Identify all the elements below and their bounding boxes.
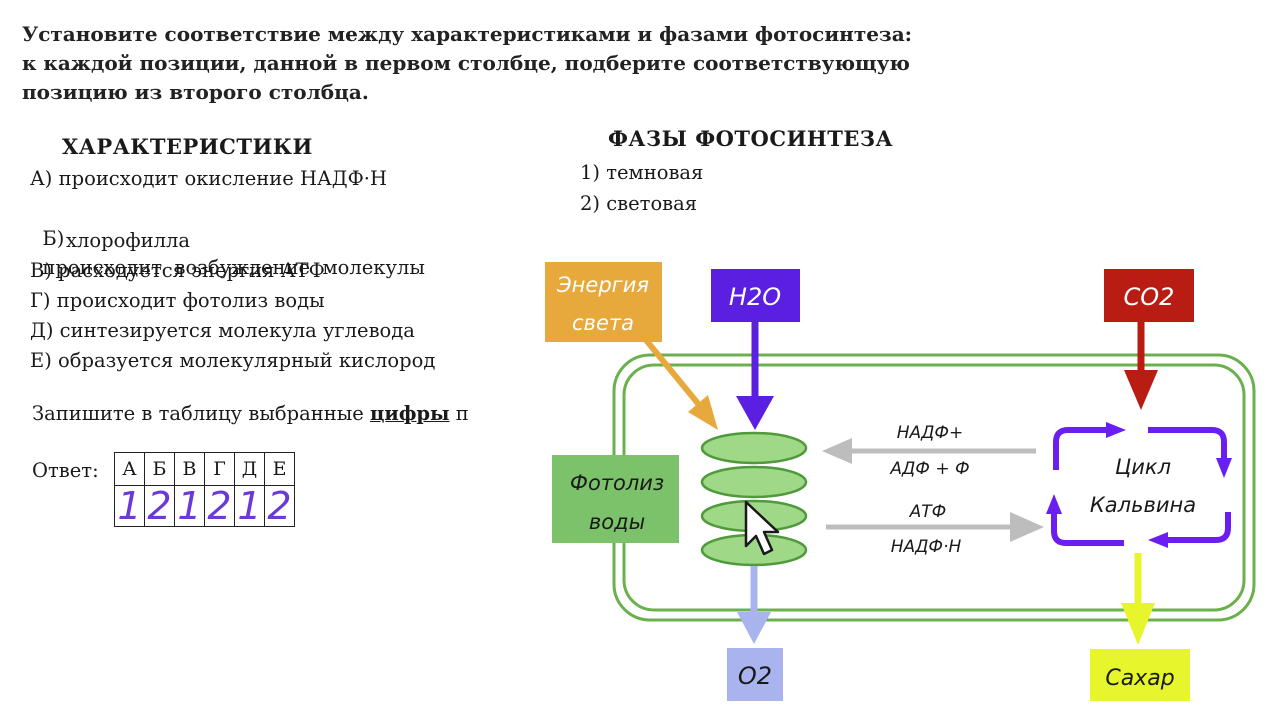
characteristic-v: В) расходуется энергия АТФ [30, 259, 325, 282]
arrow-to-light-phase-head [822, 438, 852, 464]
mouse-cursor-icon [744, 500, 780, 556]
answer-table: А Б В Г Д Е 1 2 1 2 1 2 [114, 452, 295, 527]
calvin-arrowhead [1148, 532, 1168, 548]
phases-title: ФАЗЫ ФОТОСИНТЕЗА [608, 126, 894, 151]
h2o-label: H2O [729, 283, 781, 311]
characteristic-a: А) происходит окисление НАДФ·Н [30, 167, 387, 190]
characteristic-b: Б) происходит возбуждение молекулы [42, 227, 425, 279]
answer-letter: Д [234, 452, 265, 486]
o2-box [727, 648, 783, 701]
photolysis-label-2: воды [589, 510, 645, 534]
o2-label: O2 [738, 662, 772, 690]
light-energy-label-2: света [572, 311, 634, 335]
calvin-arrowhead [1046, 494, 1062, 514]
co2-label: CO2 [1124, 283, 1175, 311]
light-energy-label-1: Энергия [556, 273, 649, 297]
characteristic-g: Г) происходит фотолиз воды [30, 289, 325, 312]
sugar-box [1090, 649, 1190, 701]
atp-label: АТФ [909, 502, 947, 522]
task-line-3: позицию из второго столбца. [22, 80, 369, 104]
calvin-arrowhead [1216, 458, 1232, 478]
answer-letter: А [114, 452, 145, 486]
task-line-1: Установите соответствие между характерис… [22, 22, 913, 46]
phase-2: 2) световая [580, 192, 698, 215]
characteristics-title: ХАРАКТЕРИСТИКИ [62, 134, 313, 159]
photolysis-label-1: Фотолиз [570, 471, 664, 495]
answer-cell[interactable]: 2 [144, 485, 175, 527]
task-line-2: к каждой позиции, данной в первом столбц… [22, 51, 910, 75]
thylakoid-disc [700, 431, 808, 465]
nadp-plus-label: НАДФ+ [897, 423, 964, 443]
calvin-cycle-arrows [1051, 427, 1231, 546]
sugar-label: Сахар [1105, 666, 1174, 691]
answer-cell[interactable]: 1 [114, 485, 145, 527]
light-energy-box [545, 262, 662, 342]
light-energy-arrowhead [688, 395, 718, 430]
characteristic-d: Д) синтезируется молекула углевода [30, 319, 415, 342]
answer-letter: В [174, 452, 205, 486]
calvin-arrowhead [1106, 422, 1126, 438]
characteristic-b-cont: хлорофилла [66, 229, 191, 252]
o2-arrowhead [737, 612, 771, 644]
calvin-label-1: Цикл [1115, 455, 1171, 479]
co2-arrowhead [1124, 370, 1158, 410]
answer-cell[interactable]: 2 [264, 485, 295, 527]
nadph-label: НАДФ·Н [891, 537, 962, 557]
characteristic-e: Е) образуется молекулярный кислород [30, 349, 436, 372]
answer-label: Ответ: [32, 459, 99, 482]
photolysis-box [552, 455, 679, 543]
h2o-box [711, 269, 800, 322]
phase-1: 1) темновая [580, 161, 704, 184]
co2-box [1104, 269, 1194, 322]
arrow-to-dark-phase-head [1010, 512, 1044, 542]
sugar-arrowhead [1121, 603, 1155, 645]
light-energy-arrow [643, 338, 703, 408]
adp-p-label: АДФ + Ф [889, 459, 969, 479]
h2o-arrowhead [736, 396, 774, 430]
thylakoid-disc [700, 465, 808, 499]
calvin-label-2: Кальвина [1090, 493, 1196, 517]
task-text: Установите соответствие между характерис… [22, 20, 952, 107]
write-instruction: Запишите в таблицу выбранные цифры п [32, 402, 469, 425]
